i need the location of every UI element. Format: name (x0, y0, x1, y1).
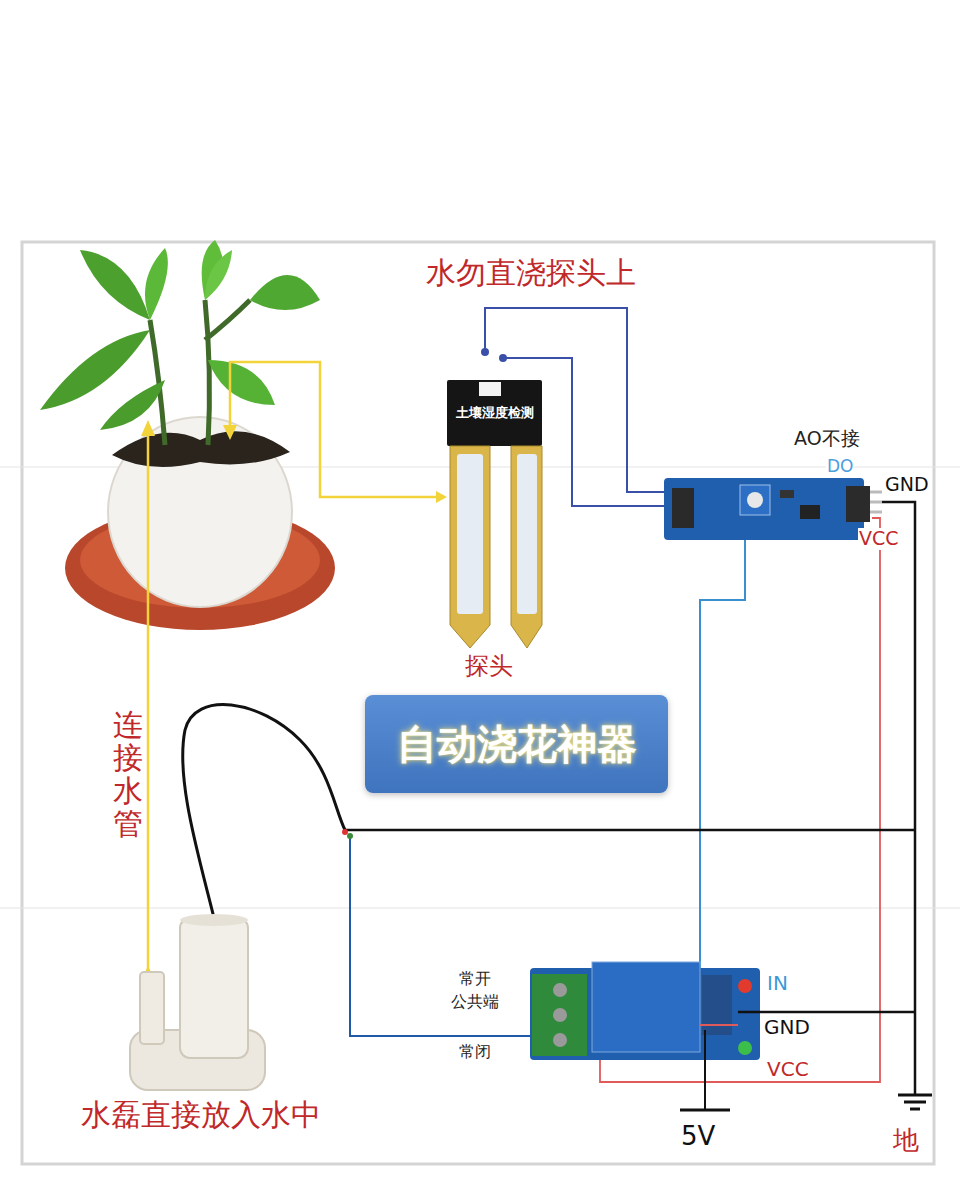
pin-note: AO不接 (793, 428, 861, 450)
soil-probe: 土壤湿度检测探头 (447, 380, 545, 680)
probe-name: 探头 (465, 650, 513, 682)
probe-print: 土壤湿度检测 (447, 404, 542, 422)
terminal-name: 常闭 (458, 1043, 492, 1061)
terminal-name: 常开 (458, 970, 492, 988)
title-banner: 自动浇花神器 (365, 695, 668, 793)
hose-note: 连接水管 (112, 708, 144, 840)
terminal-name: 公共端 (450, 993, 500, 1011)
pin-name: GND (763, 1016, 811, 1039)
supply-label: 5V (680, 1122, 716, 1152)
probe-outline (447, 380, 545, 680)
banner-title: 自动浇花神器 (397, 717, 637, 772)
pin-name: VCC (766, 1058, 810, 1081)
pump-note: 水磊直接放入水中 (80, 1098, 322, 1133)
pin-name: IN (766, 972, 789, 995)
warning-note: 水勿直浇探头上 (425, 256, 637, 291)
pin-name: VCC (858, 528, 900, 550)
pin-name: DO (826, 457, 854, 477)
pin-name: GND (884, 474, 930, 496)
ground-label: 地 (892, 1126, 920, 1156)
